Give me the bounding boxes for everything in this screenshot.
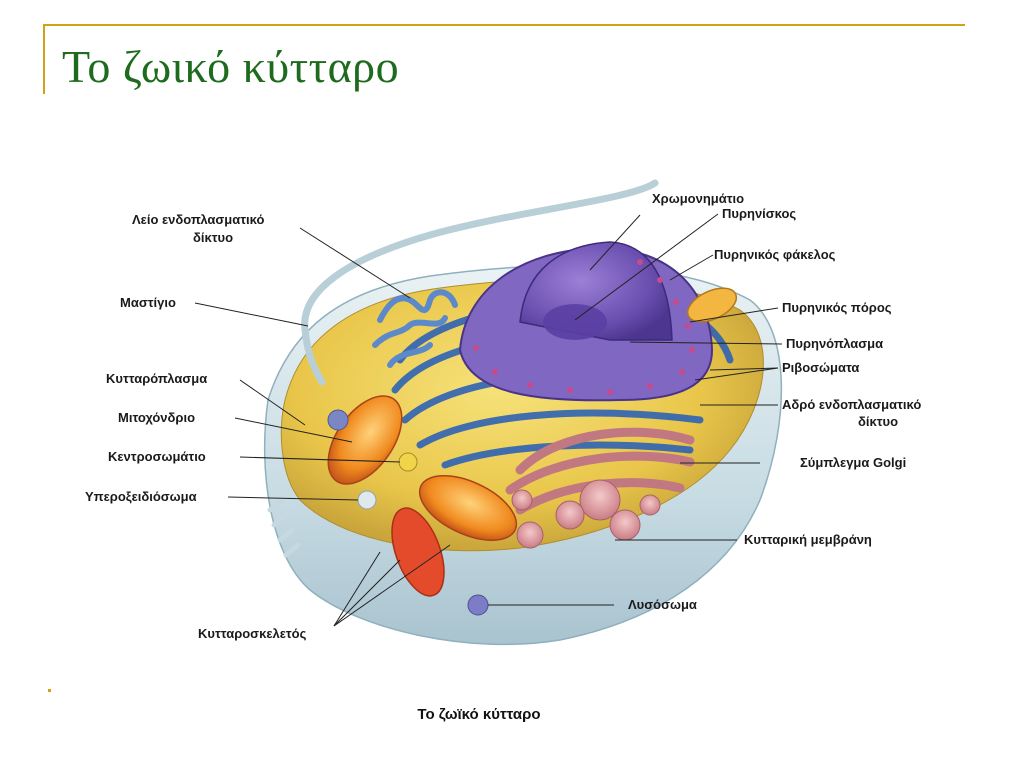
labels: Λείο ενδοπλασματικό δίκτυο Μαστίγιο Κυττ… (85, 191, 921, 641)
label-nuclear-envelope: Πυρηνικός φάκελος (714, 247, 836, 262)
title-accent-line (43, 24, 965, 26)
vesicles (511, 479, 661, 549)
label-flagellum: Μαστίγιο (120, 295, 176, 310)
bullet-marker (48, 689, 51, 692)
slide-title: Το ζωικό κύτταρο (62, 41, 400, 92)
label-rough-er-line2: δίκτυο (858, 414, 898, 429)
label-chromatin: Χρωμονημάτιο (652, 191, 744, 206)
label-centrosome: Κεντροσωμάτιο (108, 449, 206, 464)
label-nucleoplasm: Πυρηνόπλασμα (786, 336, 883, 351)
smooth-er (372, 289, 458, 368)
label-mitochondrion: Μιτοχόνδριο (118, 410, 195, 425)
lysosome-shape (467, 594, 489, 616)
label-smooth-er-line2: δίκτυο (193, 230, 233, 245)
label-cell-membrane: Κυτταρική μεμβράνη (744, 532, 872, 547)
label-smooth-er-line1: Λείο ενδοπλασματικό (132, 212, 264, 227)
label-cytoskeleton: Κυτταροσκελετός (198, 626, 307, 641)
label-cytoplasm: Κυτταρόπλασμα (106, 371, 207, 386)
label-ribosomes: Ριβοσώματα (782, 360, 859, 375)
title-accent-bar (43, 24, 45, 94)
label-golgi: Σύμπλεγμα Golgi (800, 455, 906, 470)
leader-lines (194, 213, 783, 627)
figure-caption: Το ζωϊκό κύτταρο (417, 706, 541, 723)
nucleolus-shape (543, 304, 607, 340)
flagellum-shape (301, 179, 659, 386)
label-nucleolus: Πυρηνίσκος (722, 206, 796, 221)
nucleus (458, 241, 714, 402)
microvilli (267, 497, 301, 558)
nuclear-pores (473, 259, 695, 395)
vacuole-shape (327, 409, 349, 431)
centrosome-shape (398, 452, 418, 472)
label-lysosome: Λυσόσωμα (628, 597, 697, 612)
label-nuclear-pore: Πυρηνικός πόρος (782, 300, 892, 315)
peroxisome-shape (357, 490, 377, 510)
label-rough-er-line1: Αδρό ενδοπλασματικό (782, 397, 921, 412)
label-peroxisome: Υπεροξειδιόσωμα (85, 489, 197, 504)
